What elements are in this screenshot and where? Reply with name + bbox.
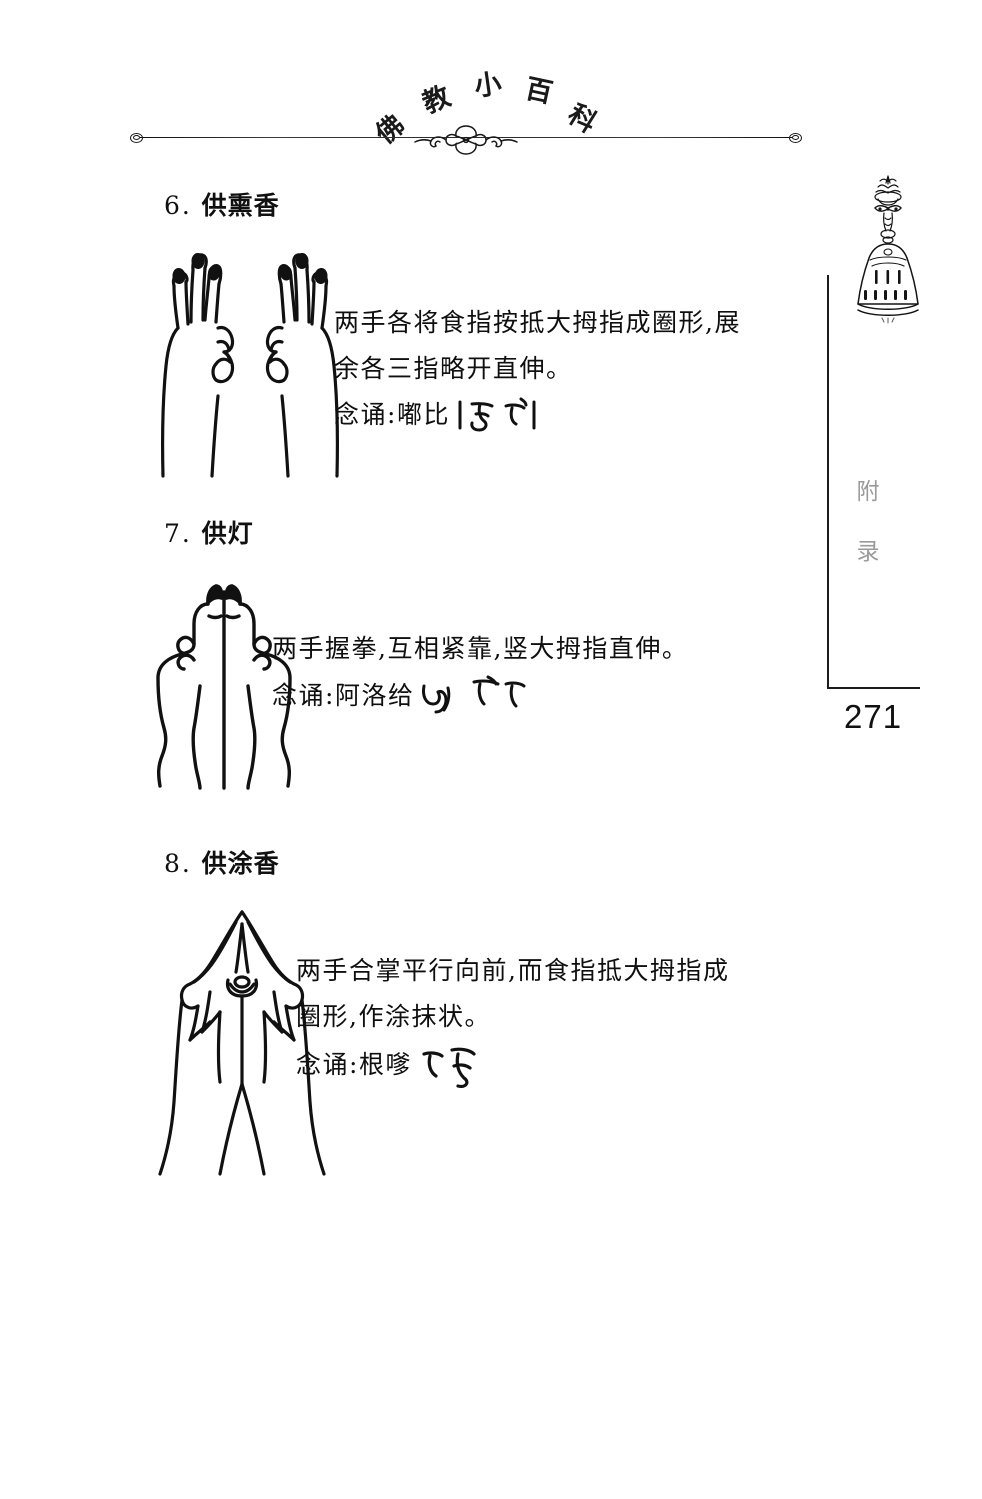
section-8-body-line-2: 圈形,作涂抹状。 — [296, 1002, 491, 1031]
section-7-body-line-1: 两手握拳,互相紧靠,竖大拇指直伸。 — [272, 634, 689, 663]
divider-end-cap-left — [130, 133, 143, 143]
ritual-bell-icon — [842, 170, 934, 342]
section-6-body-line-1: 两手各将食指按抵大拇指成圈形,展 — [334, 308, 741, 337]
section-6-chant-text: 嘟比 — [396, 400, 450, 429]
running-head-char-1: 佛 — [370, 109, 411, 151]
running-head-char-5: 科 — [562, 98, 602, 140]
section-7-title: 供灯 — [201, 519, 254, 548]
section-6-title: 供熏香 — [201, 191, 280, 220]
section-8-body: 两手合掌平行向前,而食指抵大拇指成 圈形,作涂抹状。 念诵: 根嗲 — [296, 948, 729, 1090]
section-8-body-line-1: 两手合掌平行向前,而食指抵大拇指成 — [296, 956, 730, 985]
section-8-tibetan-script-icon — [416, 1040, 478, 1090]
section-7-number: 7. — [164, 519, 192, 548]
section-7-body: 两手握拳,互相紧靠,竖大拇指直伸。 念诵: 阿洛给 — [272, 626, 688, 720]
sidebar-horizontal-rule — [827, 687, 920, 689]
section-7-heading: 7. 供灯 — [164, 514, 254, 550]
divider-end-cap-right — [789, 133, 802, 143]
header-divider — [130, 125, 802, 155]
running-head-char-3: 小 — [472, 68, 504, 103]
page-number: 271 — [844, 698, 903, 735]
sidebar-vertical-rule — [827, 275, 829, 687]
sidebar-label-char-2: 录 — [856, 539, 880, 565]
section-7-chant-text: 阿洛给 — [334, 681, 415, 710]
section-8-chant-label: 念诵: — [296, 1050, 359, 1079]
section-6-body: 两手各将食指按抵大拇指成圈形,展 余各三指略开直伸。 念诵: 嘟比 — [334, 300, 741, 438]
section-7-tibetan-script-icon — [418, 672, 528, 720]
running-head-char-2: 教 — [418, 80, 455, 120]
section-8-chant-text: 根嗲 — [358, 1050, 412, 1079]
section-8-chant: 念诵: 根嗲 — [296, 1040, 729, 1090]
sidebar: 附 录 271 — [820, 170, 982, 790]
section-8-title: 供涂香 — [201, 849, 280, 878]
section-6-chant-label: 念诵: — [334, 400, 397, 429]
sidebar-label-char-1: 附 — [856, 479, 880, 505]
section-8-number: 8. — [164, 849, 192, 878]
section-7-chant-label: 念诵: — [272, 681, 335, 710]
section-6-chant: 念诵: 嘟比 — [334, 392, 741, 438]
section-6-tibetan-script-icon — [454, 392, 538, 438]
running-head-char-4: 百 — [522, 73, 556, 110]
mudra-figure-8 — [150, 902, 335, 1177]
mudra-figure-7 — [150, 574, 300, 790]
section-6-heading: 6. 供熏香 — [164, 186, 280, 222]
floral-divider-ornament-icon — [407, 122, 525, 156]
sidebar-section-label: 附 录 — [848, 462, 888, 582]
section-6-body-line-2: 余各三指略开直伸。 — [334, 354, 573, 383]
mudra-figure-6 — [150, 246, 350, 478]
section-6-number: 6. — [164, 191, 192, 220]
section-8-heading: 8. 供涂香 — [164, 844, 280, 880]
section-7-chant: 念诵: 阿洛给 — [272, 672, 688, 720]
